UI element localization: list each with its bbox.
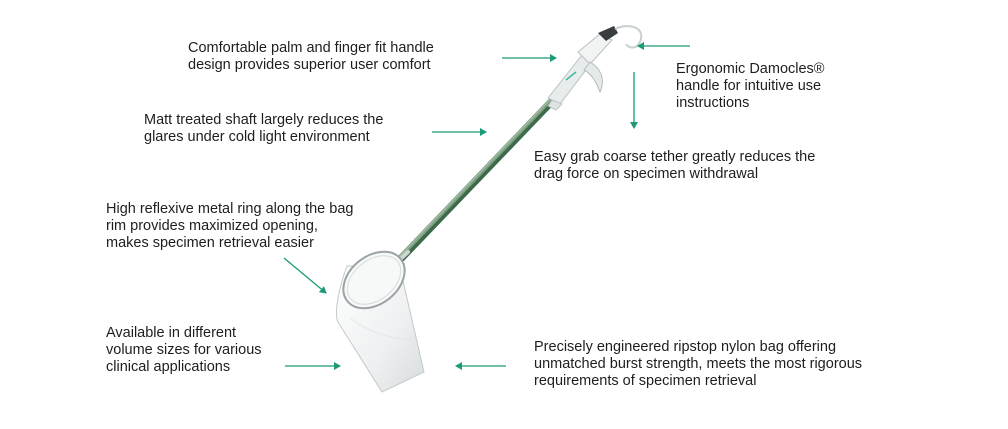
instrument-shaft [391,84,569,268]
annotation-matt-shaft: Matt treated shaft largely reduces the g… [144,112,384,145]
annotation-coarse-tether: Easy grab coarse tether greatly reduces … [534,149,816,182]
specimen-bag [335,250,425,393]
handle [547,25,643,111]
annotation-damocles-handle: Ergonomic Damocles® handle for intuitive… [676,61,825,111]
annotation-volume-sizes: Available in different volume sizes for … [106,325,262,375]
annotation-arrows [283,42,690,370]
annotation-handle-fit: Comfortable palm and finger fit handle d… [188,40,434,73]
annotation-metal-ring: High reflexive metal ring along the bag … [106,201,354,251]
arrow-metal-ring [283,257,327,294]
annotation-ripstop-bag: Precisely engineered ripstop nylon bag o… [534,339,863,389]
